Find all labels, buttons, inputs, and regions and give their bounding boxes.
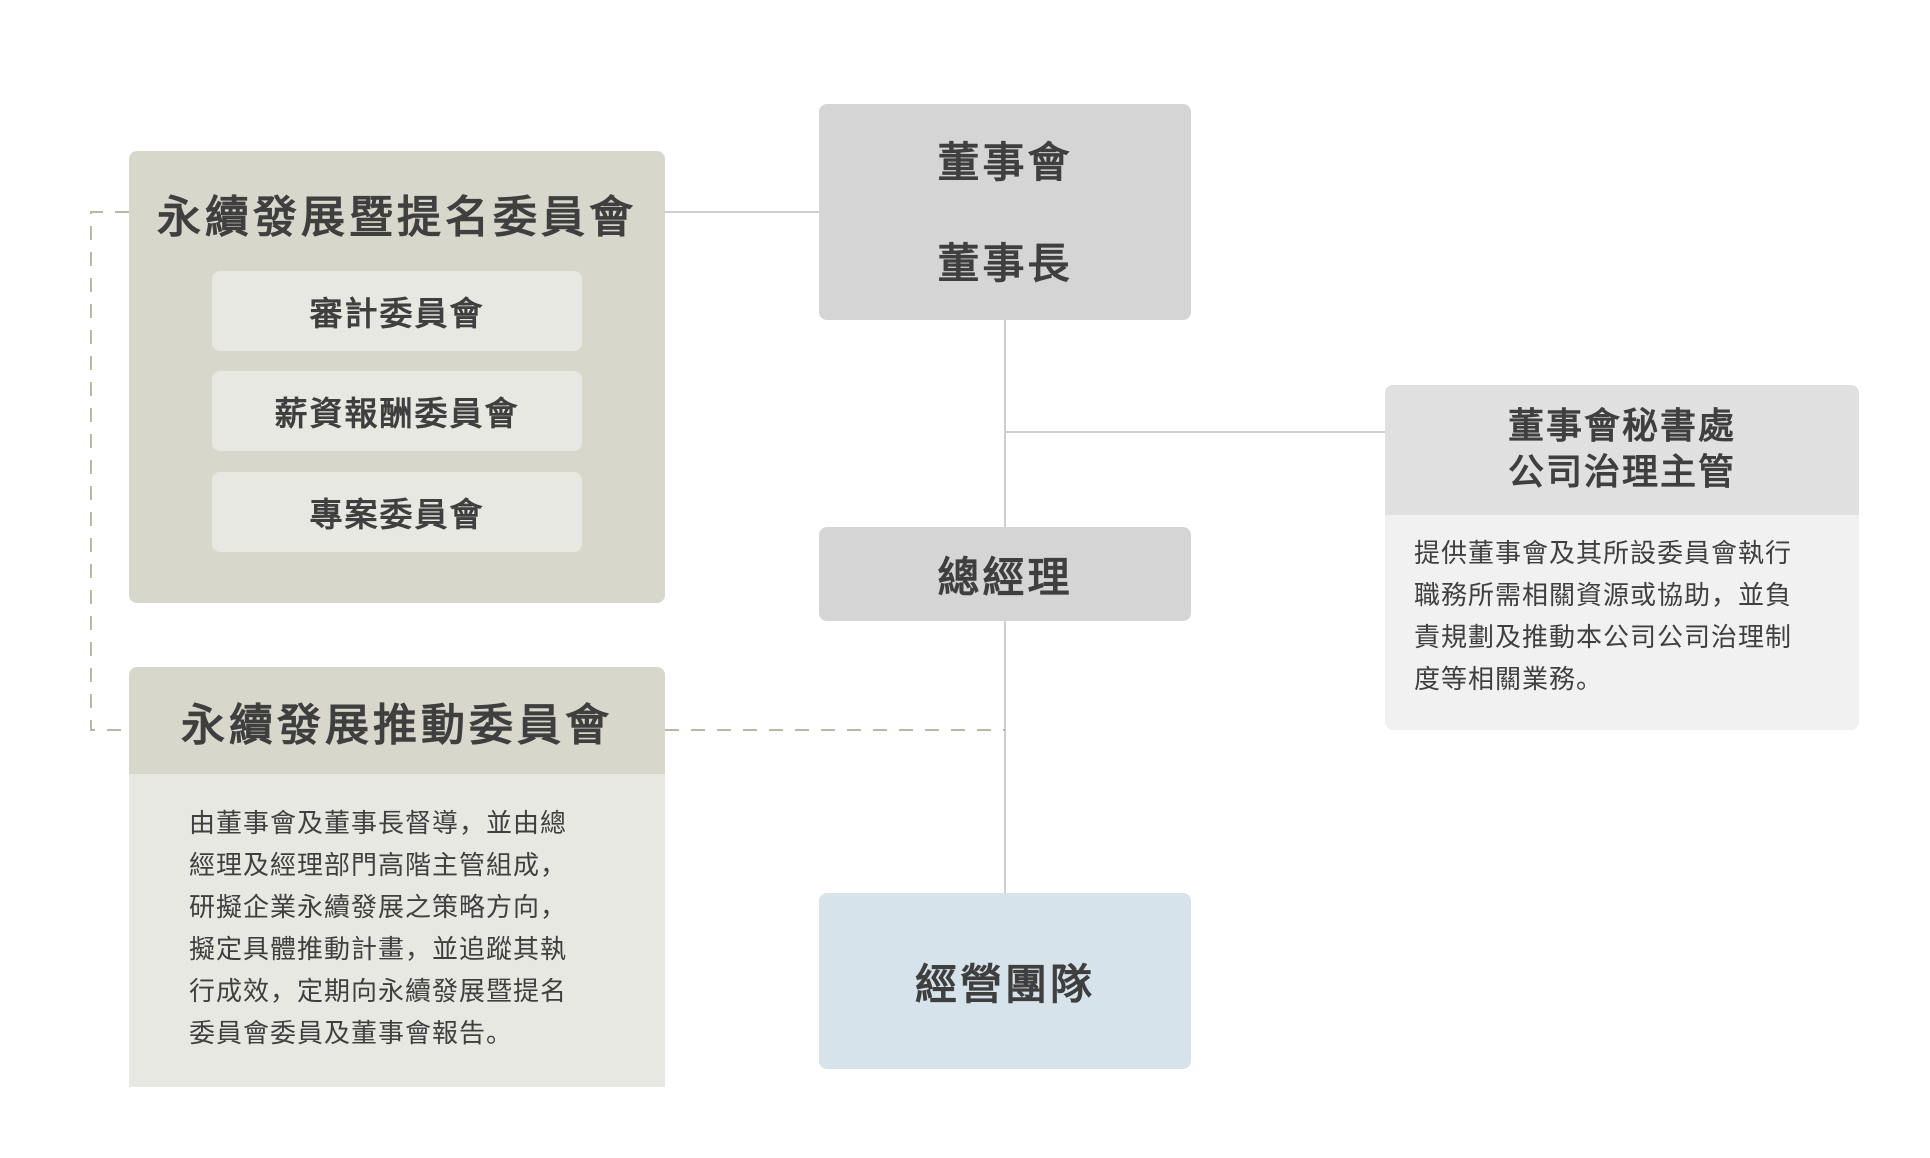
remuneration-committee: 薪資報酬委員會 [212, 371, 582, 451]
audit-committee: 審計委員會 [212, 271, 582, 351]
general-manager-label: 總經理 [937, 552, 1073, 602]
dashed-committee-to-promotion [90, 211, 129, 731]
secretariat-header: 董事會秘書處 公司治理主管 [1385, 385, 1859, 515]
general-manager-box: 總經理 [819, 527, 1191, 621]
project-committee: 專案委員會 [212, 472, 582, 552]
sustainability-nomination-committee: 永續發展暨提名委員會 審計委員會 薪資報酬委員會 專案委員會 [129, 151, 665, 603]
sustainability-promotion-committee: 永續發展推動委員會 由董事會及董事長督導，並由總 經理及經理部門高階主管組成， … [129, 667, 665, 1087]
audit-committee-label: 審計委員會 [309, 294, 485, 333]
board-secretariat-box: 董事會秘書處 公司治理主管 提供董事會及其所設委員會執行 職務所需相關資源或協助… [1385, 385, 1859, 730]
secretariat-title-line2: 公司治理主管 [1507, 452, 1736, 493]
secretariat-description: 提供董事會及其所設委員會執行 職務所需相關資源或協助，並負 責規劃及推動本公司公… [1414, 539, 1793, 695]
management-team-box: 經營團隊 [819, 893, 1191, 1069]
management-team-label: 經營團隊 [914, 959, 1095, 1009]
board-chairman-box: 董事會 董事長 [819, 104, 1191, 320]
promotion-committee-description: 由董事會及董事長督導，並由總 經理及經理部門高階主管組成， 研擬企業永續發展之策… [189, 809, 568, 1049]
secretariat-title-line1: 董事會秘書處 [1507, 406, 1736, 447]
project-committee-label: 專案委員會 [309, 495, 485, 534]
chairman-label: 董事長 [937, 239, 1073, 288]
promotion-committee-title: 永續發展推動委員會 [181, 699, 613, 751]
remuneration-committee-label: 薪資報酬委員會 [274, 394, 520, 433]
promotion-committee-header: 永續發展推動委員會 [129, 667, 665, 774]
committee-title: 永續發展暨提名委員會 [157, 192, 637, 243]
board-label: 董事會 [937, 138, 1073, 187]
